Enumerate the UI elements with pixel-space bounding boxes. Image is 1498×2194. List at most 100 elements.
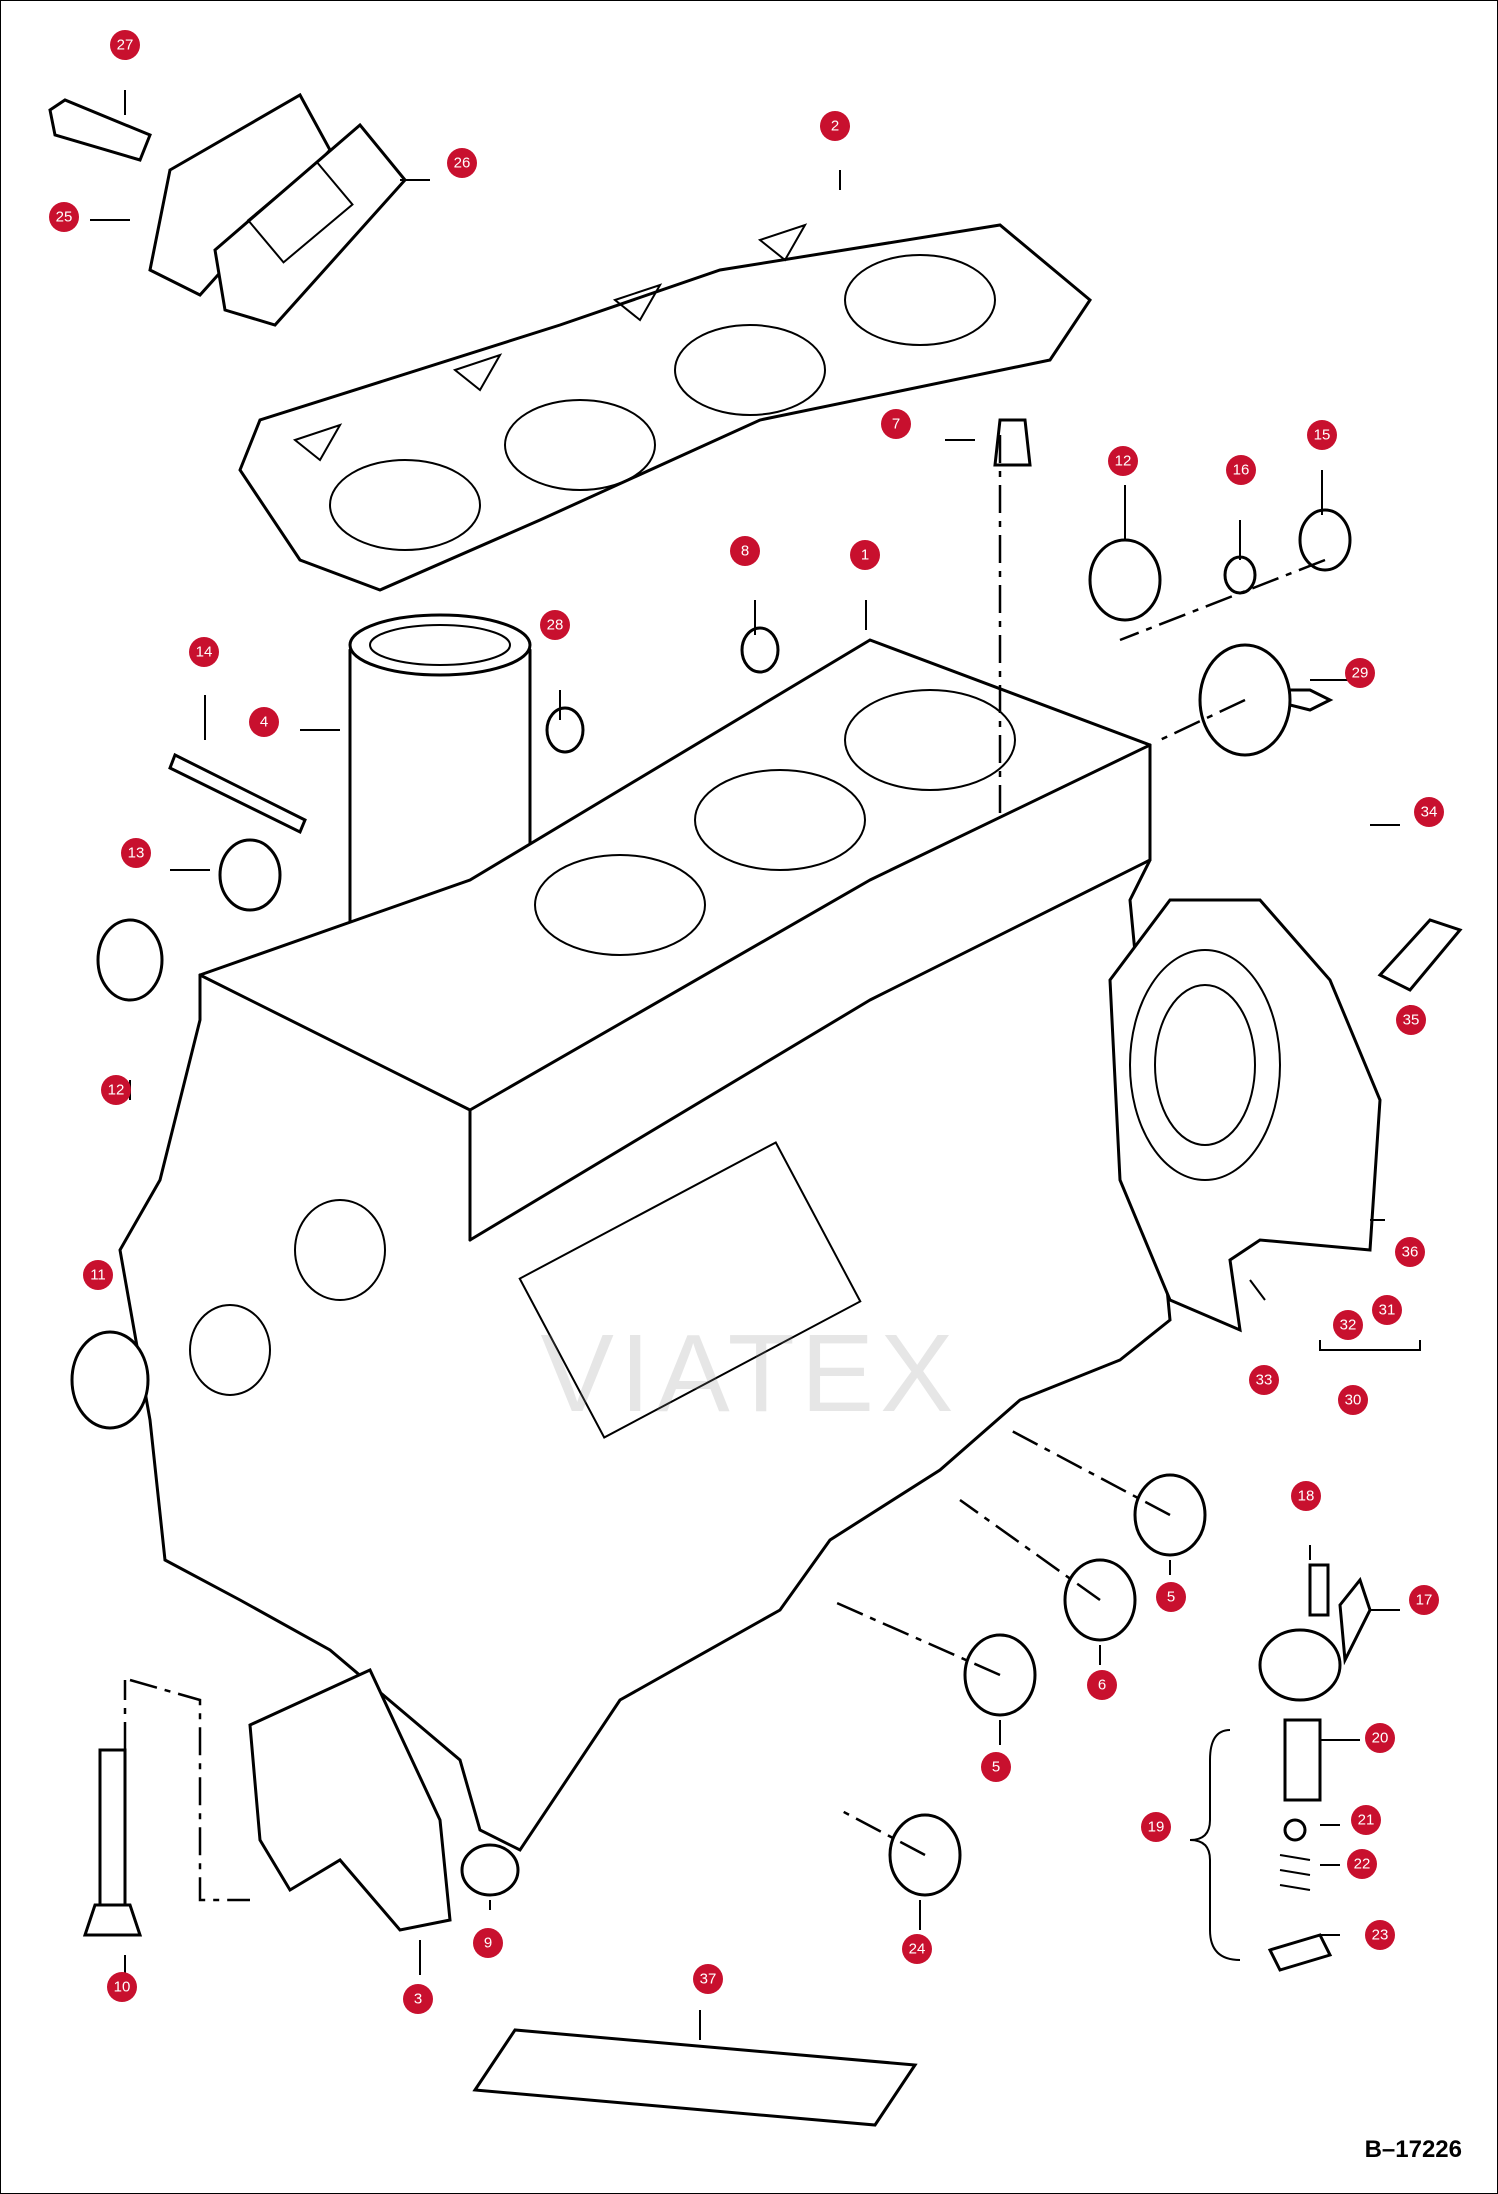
callout-badge-34[interactable]: 34 [1414, 797, 1444, 827]
callout-badge-label: 30 [1345, 1392, 1362, 1409]
callout-badge-35[interactable]: 35 [1396, 1005, 1426, 1035]
callout-badge-circle [1365, 1723, 1395, 1753]
callout-badge-circle [1226, 455, 1256, 485]
callout-badge-label: 7 [892, 416, 900, 433]
callout-badge-label: 19 [1148, 1819, 1165, 1836]
callout-badge-label: 25 [56, 209, 73, 226]
callout-badge-label: 5 [1167, 1589, 1175, 1606]
callout-badge-circle [1347, 1849, 1377, 1879]
callout-badge-label: 2 [831, 118, 839, 135]
callout-badge-label: 4 [260, 714, 268, 731]
callout-badge-circle [730, 536, 760, 566]
callout-badge-9[interactable]: 9 [473, 1928, 503, 1958]
callout-badge-3[interactable]: 3 [403, 1984, 433, 2014]
assembly-lines [123, 435, 1326, 1902]
callout-badge-15[interactable]: 15 [1307, 420, 1337, 450]
callout-badge-circle [881, 409, 911, 439]
callout-badge-circle [1414, 797, 1444, 827]
callout-badge-label: 8 [741, 543, 749, 560]
callout-badge-30[interactable]: 30 [1338, 1385, 1368, 1415]
callout-badge-25[interactable]: 25 [49, 202, 79, 232]
callout-badge-label: 18 [1298, 1488, 1315, 1505]
callout-badge-circle [1087, 1670, 1117, 1700]
callout-badge-label: 11 [90, 1267, 106, 1284]
callout-badge-20[interactable]: 20 [1365, 1723, 1395, 1753]
callout-badge-16[interactable]: 16 [1226, 455, 1256, 485]
callout-badge-37[interactable]: 37 [693, 1964, 723, 1994]
callout-badge-10[interactable]: 10 [107, 1972, 137, 2002]
callout-badge-17[interactable]: 17 [1409, 1585, 1439, 1615]
callout-badge-label: 33 [1256, 1372, 1273, 1389]
callout-badge-29[interactable]: 29 [1345, 658, 1375, 688]
callout-badge-32[interactable]: 32 [1333, 1310, 1363, 1340]
callout-badge-circle [1307, 420, 1337, 450]
callout-badge-circle [1141, 1812, 1171, 1842]
callout-badge-circle [403, 1984, 433, 2014]
callout-badge-label: 12 [1115, 453, 1132, 470]
callout-badge-26[interactable]: 26 [447, 148, 477, 178]
callout-badge-circle [1333, 1310, 1363, 1340]
callout-badge-label: 28 [547, 617, 564, 634]
callout-badge-circle [1156, 1582, 1186, 1612]
callout-badge-label: 12 [108, 1082, 125, 1099]
callout-badge-31[interactable]: 31 [1372, 1295, 1402, 1325]
callout-badge-21[interactable]: 21 [1351, 1805, 1381, 1835]
callout-badge-circle [1108, 446, 1138, 476]
callout-badge-11[interactable]: 11 [83, 1260, 113, 1290]
callout-badge-8[interactable]: 8 [730, 536, 760, 566]
callout-badge-label: 14 [196, 644, 213, 661]
leader-lines [90, 90, 1421, 2040]
callout-badge-label: 31 [1379, 1302, 1396, 1319]
callout-badge-label: 15 [1314, 427, 1331, 444]
callout-badge-13[interactable]: 13 [121, 838, 151, 868]
callout-badge-label: 17 [1416, 1592, 1433, 1609]
drawing-id: B–17226 [1364, 2136, 1462, 2163]
callout-badge-circle [540, 610, 570, 640]
callout-badge-22[interactable]: 22 [1347, 1849, 1377, 1879]
callout-badge-circle [83, 1260, 113, 1290]
callout-badge-24[interactable]: 24 [902, 1934, 932, 1964]
callout-badge-label: 16 [1233, 462, 1250, 479]
callout-badge-label: 27 [117, 37, 134, 54]
callout-badge-label: 20 [1372, 1730, 1389, 1747]
main-bearing-cap [82, 1668, 452, 1937]
callout-badge-label: 5 [992, 1759, 1000, 1776]
callout-badge-circle [101, 1075, 131, 1105]
callout-badge-circle [820, 111, 850, 141]
callout-badge-23[interactable]: 23 [1365, 1920, 1395, 1950]
callout-badge-18[interactable]: 18 [1291, 1481, 1321, 1511]
relief-valve-assembly [1258, 1563, 1372, 1972]
callout-badge-5a[interactable]: 5 [1156, 1582, 1186, 1612]
callout-badge-circle [49, 202, 79, 232]
callout-badge-circle [1372, 1295, 1402, 1325]
head-gasket [238, 223, 1092, 592]
callout-badge-2[interactable]: 2 [820, 111, 850, 141]
callout-badge-circle [1396, 1005, 1426, 1035]
callout-badge-12b[interactable]: 12 [101, 1075, 131, 1105]
callout-badge-19[interactable]: 19 [1141, 1812, 1171, 1842]
callout-badge-label: 23 [1372, 1927, 1389, 1944]
callout-badge-28[interactable]: 28 [540, 610, 570, 640]
callout-badge-4[interactable]: 4 [249, 707, 279, 737]
callout-badge-14[interactable]: 14 [189, 637, 219, 667]
callout-badge-6[interactable]: 6 [1087, 1670, 1117, 1700]
callout-badge-label: 3 [414, 1991, 422, 2008]
callout-badge-36[interactable]: 36 [1395, 1237, 1425, 1267]
bushings-and-plugs [70, 418, 1352, 1897]
callout-badge-circle [1338, 1385, 1368, 1415]
callout-badge-33[interactable]: 33 [1249, 1365, 1279, 1395]
callout-badge-5b[interactable]: 5 [981, 1752, 1011, 1782]
callout-badge-27[interactable]: 27 [110, 30, 140, 60]
callout-badge-circle [121, 838, 151, 868]
callout-badge-label: 13 [128, 845, 145, 862]
callout-badge-7[interactable]: 7 [881, 409, 911, 439]
callout-badge-circle [107, 1972, 137, 2002]
callout-badge-circle [1345, 658, 1375, 688]
callout-badge-label: 26 [454, 155, 471, 172]
callout-badge-1[interactable]: 1 [850, 540, 880, 570]
callout-badge-circle [902, 1934, 932, 1964]
callout-badge-label: 34 [1421, 804, 1438, 821]
callout-badge-12a[interactable]: 12 [1108, 446, 1138, 476]
